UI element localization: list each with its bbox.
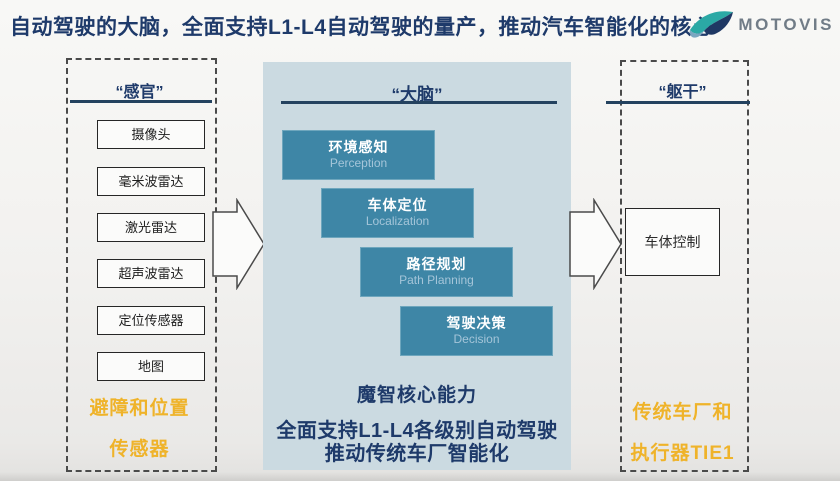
sensor-item-camera: 摄像头 bbox=[97, 120, 205, 149]
brain-panel-title: “大脑” bbox=[391, 85, 443, 104]
module-box-localization: 车体定位 Localization bbox=[321, 188, 474, 238]
flow-arrow-right-icon bbox=[569, 198, 622, 290]
body-caption-line1: 传统车厂和 bbox=[632, 402, 733, 423]
brain-title-rule bbox=[281, 101, 557, 104]
sensor-item-mmwave-radar: 毫米波雷达 bbox=[97, 167, 205, 196]
module-label-zh: 环境感知 bbox=[328, 138, 389, 155]
body-caption-line2: 执行器TIE1 bbox=[630, 443, 735, 464]
module-label-en: Decision bbox=[453, 332, 500, 347]
body-panel-title: “躯干” bbox=[658, 84, 707, 101]
brain-caption-line3: 推动传统车厂智能化 bbox=[324, 443, 510, 465]
bottom-shadow bbox=[0, 472, 840, 481]
brain-caption-line2: 全面支持L1-L4各级别自动驾驶 bbox=[276, 420, 558, 442]
sensors-panel-title: “感官” bbox=[115, 84, 164, 101]
module-label-zh: 车体定位 bbox=[367, 196, 428, 213]
module-label-en: Perception bbox=[329, 156, 388, 171]
module-label-zh: 驾驶决策 bbox=[446, 314, 507, 331]
sensors-caption-line2: 传感器 bbox=[109, 439, 170, 460]
module-label-zh: 路径规划 bbox=[406, 255, 467, 272]
sensor-item-positioning-sensor: 定位传感器 bbox=[97, 306, 205, 335]
module-box-perception: 环境感知 Perception bbox=[282, 130, 435, 180]
motovis-logo: MOTOVIS bbox=[688, 8, 834, 42]
brain-caption-line1: 魔智核心能力 bbox=[356, 385, 477, 406]
page-title: 自动驾驶的大脑，全面支持L1-L4自动驾驶的量产，推动汽车智能化的核心 bbox=[10, 16, 714, 39]
vehicle-control-box: 车体控制 bbox=[625, 208, 720, 276]
body-title-rule bbox=[606, 101, 750, 104]
brain-caption: 魔智核心能力 全面支持L1-L4各级别自动驾驶 推动传统车厂智能化 bbox=[263, 380, 571, 466]
module-label-en: Localization bbox=[365, 214, 430, 229]
sensors-caption-line1: 避障和位置 bbox=[89, 398, 190, 419]
swoosh-icon bbox=[688, 8, 734, 42]
sensor-item-lidar: 激光雷达 bbox=[97, 213, 205, 242]
flow-arrow-left-icon bbox=[212, 198, 265, 290]
motovis-wordmark: MOTOVIS bbox=[738, 15, 834, 34]
body-panel bbox=[620, 60, 749, 472]
sensor-item-map: 地图 bbox=[97, 352, 205, 381]
sensors-title-rule bbox=[70, 100, 212, 103]
module-label-en: Path Planning bbox=[399, 273, 474, 288]
module-box-decision: 驾驶决策 Decision bbox=[400, 306, 553, 356]
module-box-path-planning: 路径规划 Path Planning bbox=[360, 247, 513, 297]
brain-panel: 环境感知 Perception 车体定位 Localization 路径规划 P… bbox=[263, 62, 571, 470]
sensor-item-ultrasonic-radar: 超声波雷达 bbox=[97, 259, 205, 288]
